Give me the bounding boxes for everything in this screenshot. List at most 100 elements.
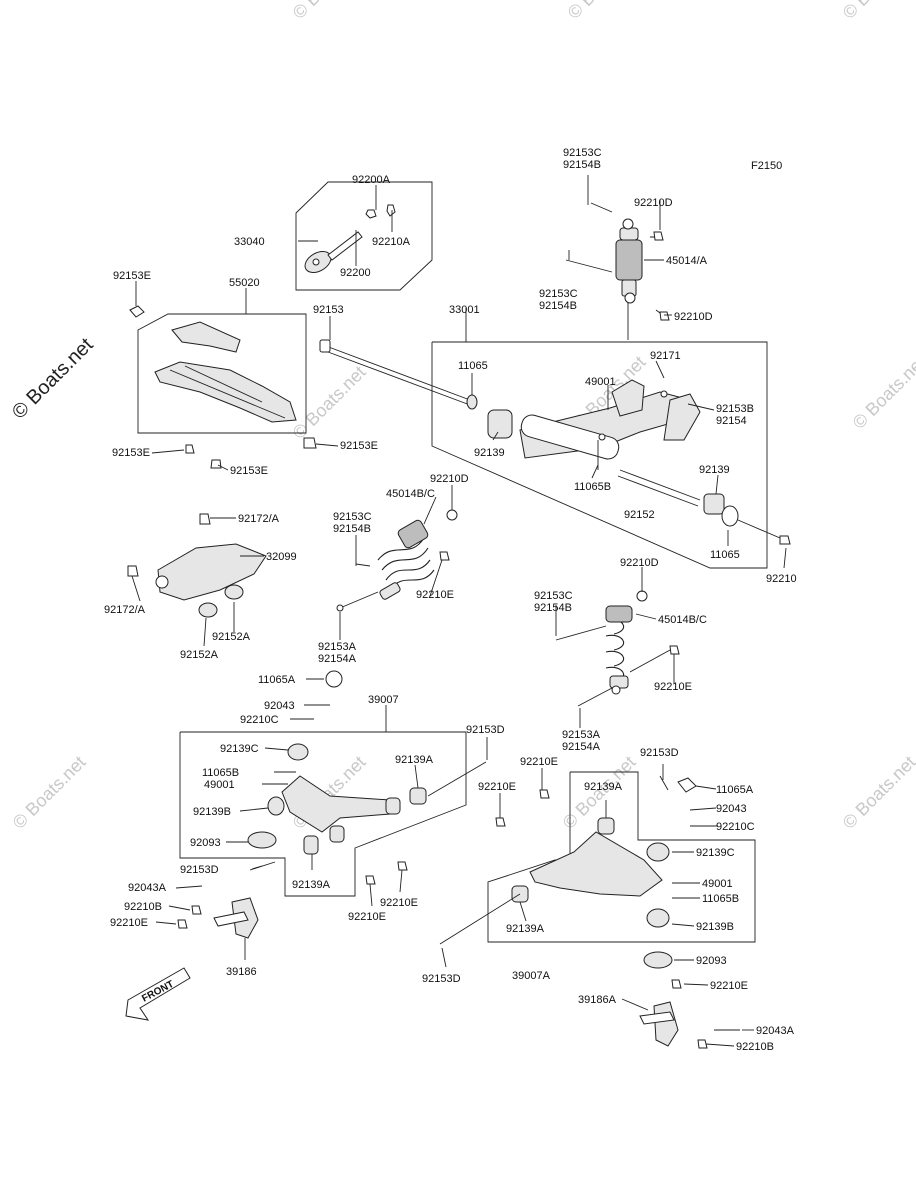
part-label: 92154A — [318, 653, 357, 665]
part-label: 92154 — [716, 415, 747, 427]
part-label: 11065A — [716, 784, 754, 796]
shock-45014b-c-right — [555, 590, 680, 707]
part-label: 92093 — [190, 837, 221, 849]
part-label: 49001 — [585, 376, 616, 388]
part-label: 92153C — [333, 511, 372, 523]
part-label: 92210E — [654, 681, 692, 693]
part-label: 92153C — [534, 590, 573, 602]
part-label: 92139B — [696, 921, 734, 933]
watermark-text: © Boats.net — [564, 0, 645, 23]
skid-plate-32099 — [127, 513, 267, 618]
part-label: 92139A — [292, 879, 331, 891]
part-label: 33001 — [449, 304, 480, 316]
part-label: 45014B/C — [658, 614, 707, 626]
part-label: 11065 — [458, 360, 488, 372]
part-label: 92153C — [539, 288, 578, 300]
part-label: 92154B — [534, 602, 572, 614]
part-label: 92153A — [562, 729, 601, 741]
part-label: 92210E — [110, 917, 148, 929]
a-arm-39007a — [439, 775, 697, 969]
part-label: 92210C — [716, 821, 755, 833]
part-label: 92139A — [506, 923, 545, 935]
part-label: 92210C — [240, 714, 279, 726]
part-label: 39186A — [578, 994, 617, 1006]
part-label: 92210E — [348, 911, 386, 923]
axle-92152 — [617, 469, 791, 545]
part-label: 92139C — [220, 743, 259, 755]
part-label: 92172/A — [104, 604, 146, 616]
front-arrow: FRONT — [125, 967, 191, 1021]
part-label: 92200A — [352, 174, 391, 186]
part-label: 92153D — [466, 724, 505, 736]
part-label: 92210B — [736, 1041, 774, 1053]
part-label: 92210E — [478, 781, 516, 793]
part-label: 92153A — [318, 641, 357, 653]
part-label: 92154A — [562, 741, 601, 753]
part-label: 92210D — [620, 557, 659, 569]
part-label: 92093 — [696, 955, 727, 967]
part-label: 11065B — [702, 893, 739, 905]
shock-45014b-c-left — [336, 509, 458, 612]
part-label: 92210B — [124, 901, 162, 913]
part-label: 92139A — [584, 781, 623, 793]
diagram-code: F2150 — [751, 160, 782, 172]
part-label: 92210D — [674, 311, 713, 323]
shock-45014-a — [565, 202, 670, 340]
part-labels: F2150 92153C 92154B 92210D 45014/A 92153… — [104, 147, 797, 1053]
part-label: 92153B — [716, 403, 754, 415]
part-label: 92153E — [340, 440, 378, 452]
swingarm-33001 — [487, 379, 701, 470]
bracket-55020 — [129, 305, 297, 423]
part-label: 92139A — [395, 754, 434, 766]
part-label: 11065B — [202, 767, 239, 779]
part-label: 11065B — [574, 481, 611, 493]
part-label: 92043 — [716, 803, 747, 815]
watermark-text: © Boats.net — [839, 752, 916, 833]
part-label: 92154B — [539, 300, 577, 312]
part-label: 92172/A — [238, 513, 280, 525]
part-label: 33040 — [234, 236, 265, 248]
part-label: 92152A — [212, 631, 251, 643]
part-label: 11065A — [258, 674, 296, 686]
part-label: 92210E — [520, 756, 558, 768]
part-label: 92153D — [422, 973, 461, 985]
part-label: 92139C — [696, 847, 735, 859]
part-label: 92210A — [372, 236, 411, 248]
part-label: 92043A — [756, 1025, 795, 1037]
part-label: 92154B — [333, 523, 371, 535]
part-label: 92152 — [624, 509, 655, 521]
part-label: 92043A — [128, 882, 167, 894]
a-arm-39007 — [247, 670, 487, 855]
watermarks: © Boats.net © Boats.net © Boats.net © Bo… — [9, 0, 916, 833]
part-label: 92210 — [766, 573, 797, 585]
watermark-text: © Boats.net — [9, 752, 90, 833]
part-label: 39007A — [512, 970, 551, 982]
part-label: 92153C — [563, 147, 602, 159]
key-assembly — [304, 204, 396, 273]
part-label: 92210E — [380, 897, 418, 909]
part-label: 39186 — [226, 966, 257, 978]
part-label: 32099 — [266, 551, 297, 563]
part-label: 39007 — [368, 694, 399, 706]
part-label: 92139 — [474, 447, 505, 459]
watermark-text: © Boats.net — [289, 362, 370, 443]
part-label: 92152A — [180, 649, 219, 661]
part-label: 92153E — [230, 465, 268, 477]
leader-lines — [131, 175, 787, 1047]
part-label: 92153E — [113, 270, 151, 282]
knuckle-39186 — [177, 861, 408, 939]
part-label: 92153D — [640, 747, 679, 759]
part-label: 49001 — [702, 878, 733, 890]
knuckle-39186a — [639, 979, 740, 1049]
part-label: 92210E — [710, 980, 748, 992]
part-label: 49001 — [204, 779, 235, 791]
part-label: 92210D — [634, 197, 673, 209]
part-label: 92139B — [193, 806, 231, 818]
part-label: 92139 — [699, 464, 730, 476]
part-label: 92210E — [416, 589, 454, 601]
part-label: 92153 — [313, 304, 344, 316]
part-label: 92210D — [430, 473, 469, 485]
part-label: 92153E — [112, 447, 150, 459]
watermark-text: © Boats.net — [839, 0, 916, 23]
